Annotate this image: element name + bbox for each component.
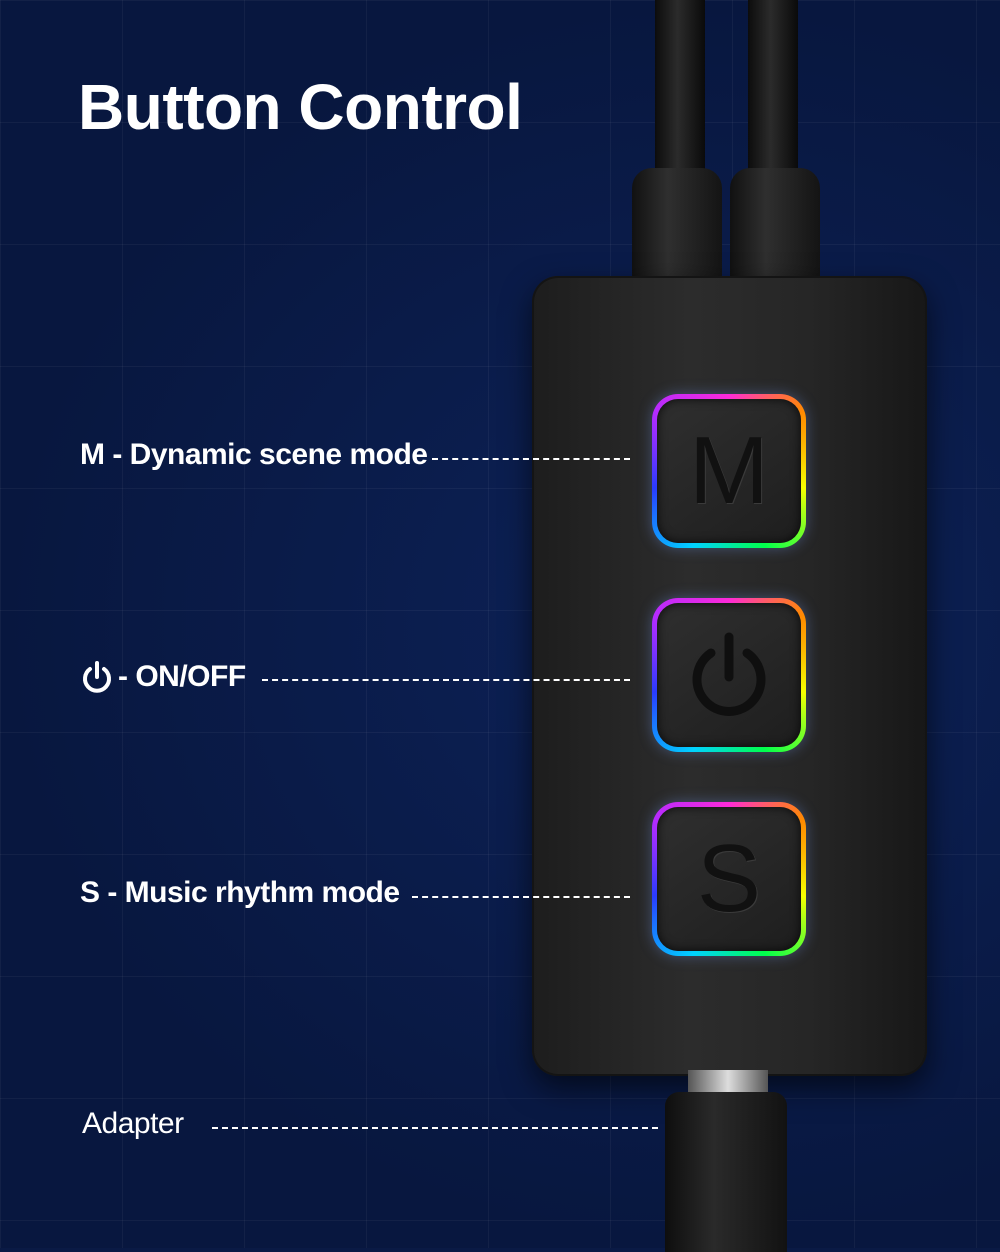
cable-right (748, 0, 798, 200)
label-m-mode: M - Dynamic scene mode (80, 438, 428, 471)
label-adapter: Adapter (82, 1107, 184, 1140)
page-title: Button Control (78, 71, 523, 143)
label-s-mode: S - Music rhythm mode (80, 876, 400, 909)
leader-line-s (412, 896, 630, 898)
label-power-text: - ON/OFF (118, 660, 246, 693)
m-button-letter: M (689, 417, 769, 524)
power-icon (83, 661, 111, 693)
label-power: - ON/OFF (80, 660, 246, 694)
leader-line-adapter (212, 1127, 658, 1129)
controller-box: M S (532, 276, 927, 1076)
leader-line-power (262, 679, 630, 681)
leader-line-m (432, 458, 630, 460)
s-button-face: S (657, 807, 801, 951)
strain-relief-left (632, 168, 722, 283)
m-button-face: M (657, 399, 801, 543)
s-button-letter: S (696, 825, 762, 932)
power-button-face (657, 603, 801, 747)
s-button[interactable]: S (652, 802, 806, 956)
cable-left (655, 0, 705, 200)
adapter-plug (665, 1092, 787, 1252)
power-icon (692, 632, 766, 716)
power-button[interactable] (652, 598, 806, 752)
m-button[interactable]: M (652, 394, 806, 548)
strain-relief-right (730, 168, 820, 283)
